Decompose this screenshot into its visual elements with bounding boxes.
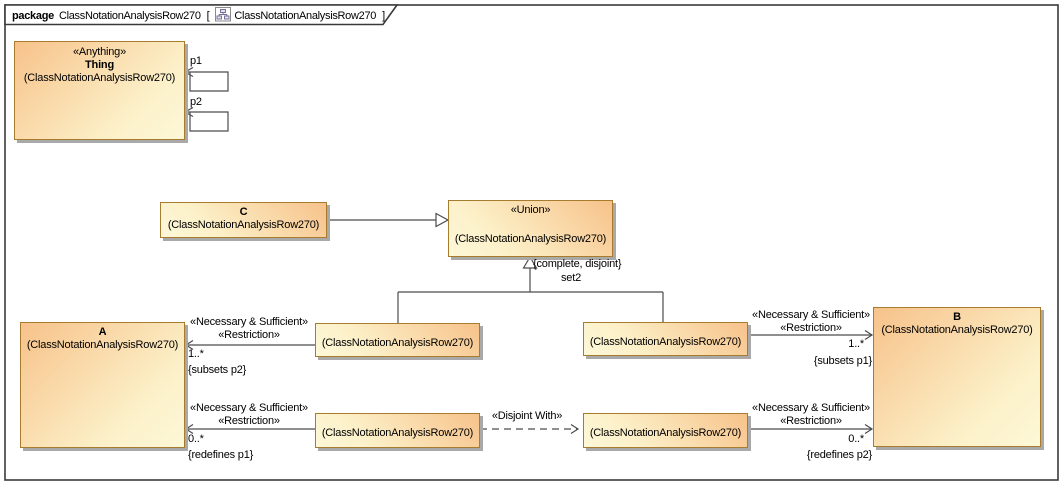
package-qualifier: (ClassNotationAnalysisRow270) bbox=[23, 72, 176, 84]
open-arrowhead bbox=[183, 66, 194, 78]
open-arrowhead bbox=[864, 423, 874, 435]
role-label-p1[interactable]: p1 bbox=[190, 55, 202, 67]
close-bracket: ] bbox=[382, 10, 385, 22]
restriction-arrow-to-b-top[interactable] bbox=[748, 329, 874, 341]
stereotype-necessary-sufficient[interactable]: «Necessary & Sufficient» bbox=[190, 316, 308, 328]
class-a[interactable]: A (ClassNotationAnalysisRow270) bbox=[20, 322, 185, 448]
restriction-arrow-to-a-top[interactable] bbox=[184, 339, 315, 351]
package-qualifier: (ClassNotationAnalysisRow270) bbox=[454, 233, 607, 245]
association-p2[interactable] bbox=[183, 106, 229, 132]
class-diagram-icon bbox=[215, 7, 232, 25]
role-label-p2[interactable]: p2 bbox=[190, 96, 202, 108]
stereotype-necessary-sufficient[interactable]: «Necessary & Sufficient» bbox=[190, 402, 308, 414]
package-keyword: package bbox=[12, 10, 54, 22]
package-qualifier: (ClassNotationAnalysisRow270) bbox=[589, 427, 742, 439]
restriction-class-bottom-right[interactable]: (ClassNotationAnalysisRow270) bbox=[583, 413, 748, 448]
diagram-name: ClassNotationAnalysisRow270 bbox=[234, 10, 377, 22]
package-qualifier: (ClassNotationAnalysisRow270) bbox=[26, 339, 179, 351]
multiplicity-label[interactable]: 0..* bbox=[848, 433, 864, 445]
restriction-class-top-left[interactable]: (ClassNotationAnalysisRow270) bbox=[315, 323, 480, 357]
generalization-set-constraint[interactable]: {complete, disjoint} bbox=[533, 258, 622, 270]
stereotype-restriction[interactable]: «Restriction» bbox=[218, 329, 280, 341]
stereotype-restriction[interactable]: «Restriction» bbox=[218, 415, 280, 427]
class-name: A bbox=[98, 326, 107, 338]
restriction-arrow-to-b-bottom[interactable] bbox=[748, 423, 874, 435]
association-p1[interactable] bbox=[183, 66, 229, 92]
multiplicity-label[interactable]: 0..* bbox=[188, 433, 204, 445]
package-header-tab-shape bbox=[4, 4, 399, 26]
package-qualifier: (ClassNotationAnalysisRow270) bbox=[321, 427, 474, 439]
generalization-set-tree[interactable] bbox=[397, 255, 664, 323]
restriction-class-bottom-left[interactable]: (ClassNotationAnalysisRow270) bbox=[315, 413, 480, 448]
multiplicity-label[interactable]: 1..* bbox=[188, 348, 204, 360]
stereotype-necessary-sufficient[interactable]: «Necessary & Sufficient» bbox=[752, 309, 870, 321]
open-arrowhead bbox=[864, 329, 874, 341]
class-union[interactable]: «Union» (ClassNotationAnalysisRow270) bbox=[448, 200, 613, 257]
package-qualifier: (ClassNotationAnalysisRow270) bbox=[321, 337, 474, 349]
package-frame-border bbox=[4, 4, 1059, 481]
open-arrowhead bbox=[183, 106, 194, 118]
stereotype-restriction[interactable]: «Restriction» bbox=[780, 415, 842, 427]
class-thing[interactable]: «Anything» Thing (ClassNotationAnalysisR… bbox=[14, 41, 185, 140]
package-qualifier: (ClassNotationAnalysisRow270) bbox=[881, 324, 1033, 336]
package-qualifier: (ClassNotationAnalysisRow270) bbox=[167, 219, 320, 231]
class-b[interactable]: B (ClassNotationAnalysisRow270) bbox=[873, 307, 1041, 447]
stereotype-necessary-sufficient[interactable]: «Necessary & Sufficient» bbox=[752, 402, 870, 414]
open-bracket: [ bbox=[206, 10, 210, 22]
class-c[interactable]: C (ClassNotationAnalysisRow270) bbox=[160, 202, 327, 238]
restriction-arrow-to-a-bottom[interactable] bbox=[184, 423, 315, 435]
class-name: Thing bbox=[85, 59, 114, 71]
hollow-triangle-arrowhead bbox=[435, 212, 450, 228]
restriction-class-top-right[interactable]: (ClassNotationAnalysisRow270) bbox=[583, 322, 748, 356]
multiplicity-label[interactable]: 1..* bbox=[848, 338, 864, 350]
stereotype-restriction[interactable]: «Restriction» bbox=[780, 322, 842, 334]
subsets-p2-label[interactable]: {subsets p2} bbox=[188, 364, 247, 376]
disjoint-with-label[interactable]: «Disjoint With» bbox=[491, 410, 563, 422]
open-arrowhead bbox=[184, 339, 194, 351]
class-name: B bbox=[953, 311, 961, 323]
stereotype-label: «Anything» bbox=[72, 46, 127, 58]
open-arrowhead bbox=[570, 423, 580, 435]
package-name: ClassNotationAnalysisRow270 bbox=[58, 10, 201, 22]
stereotype-label: «Union» bbox=[510, 204, 551, 216]
redefines-p1-label[interactable]: {redefines p1} bbox=[188, 449, 254, 461]
redefines-p2-label[interactable]: {redefines p2} bbox=[806, 449, 872, 461]
disjoint-with-dependency[interactable] bbox=[480, 423, 580, 435]
open-arrowhead bbox=[184, 423, 194, 435]
empty-name-line bbox=[449, 217, 612, 233]
package-qualifier: (ClassNotationAnalysisRow270) bbox=[589, 336, 742, 348]
subsets-p1-label[interactable]: {subsets p1} bbox=[813, 355, 872, 367]
package-header: package ClassNotationAnalysisRow270 [ Class… bbox=[12, 7, 388, 25]
generalization-c-to-union[interactable] bbox=[327, 212, 450, 228]
generalization-set-name[interactable]: set2 bbox=[561, 272, 581, 284]
class-name: C bbox=[239, 206, 248, 218]
